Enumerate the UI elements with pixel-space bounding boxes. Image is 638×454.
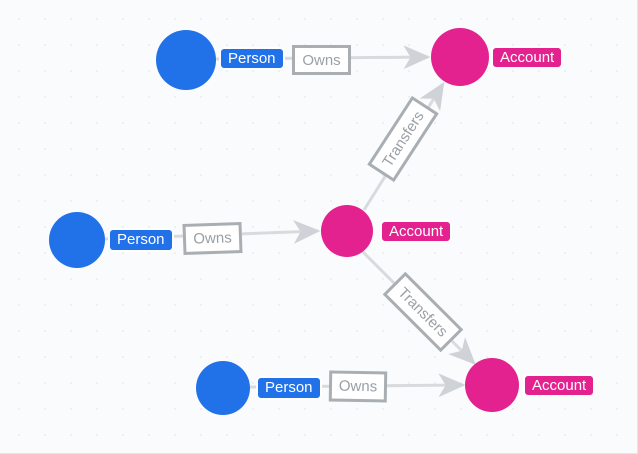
edge-label-owns-1[interactable]: Owns: [292, 45, 351, 75]
node-label-person-1[interactable]: Person: [219, 47, 285, 70]
node-account-3[interactable]: [465, 358, 519, 412]
edge-label-owns-2[interactable]: Owns: [182, 221, 243, 256]
node-person-1[interactable]: [156, 30, 216, 90]
edge-label-owns-3[interactable]: Owns: [328, 370, 388, 403]
node-person-2[interactable]: [49, 212, 105, 268]
node-account-1[interactable]: [431, 28, 489, 86]
node-label-account-1[interactable]: Account: [491, 46, 564, 69]
node-label-person-3[interactable]: Person: [256, 376, 322, 400]
node-account-2[interactable]: [321, 205, 373, 257]
node-person-3[interactable]: [196, 361, 250, 415]
node-label-account-3[interactable]: Account: [523, 374, 596, 397]
node-label-person-2[interactable]: Person: [108, 228, 174, 252]
node-label-account-2[interactable]: Account: [380, 220, 453, 243]
